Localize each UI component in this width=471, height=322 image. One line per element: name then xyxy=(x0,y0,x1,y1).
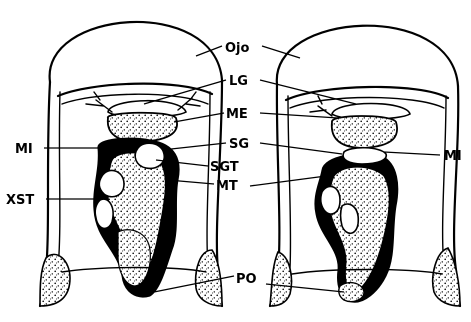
right-lower-pocket xyxy=(341,204,359,233)
mi-right-leader xyxy=(384,152,440,155)
label-mt: MT xyxy=(216,179,238,194)
left-xst-loop xyxy=(99,170,124,196)
lg-leader-right xyxy=(260,80,356,104)
labels: Ojo LG ME SG SGT MT MI MI XST PO xyxy=(6,41,462,287)
me-leader-right xyxy=(260,113,338,118)
right-xst-loop xyxy=(321,186,340,214)
left-lower-lobe xyxy=(118,230,150,286)
left-medulla-externa xyxy=(108,113,177,142)
right-sinus-gland xyxy=(343,148,386,164)
right-eyestalk xyxy=(270,26,460,306)
right-base-body-left xyxy=(270,252,292,306)
left-eye-dome xyxy=(50,22,222,82)
label-ojo: Ojo xyxy=(225,41,250,56)
right-base-body-right xyxy=(433,248,460,306)
label-me: ME xyxy=(226,107,248,122)
sg-leader-right xyxy=(260,143,342,154)
label-mi-right: MI xyxy=(444,149,462,164)
label-po: PO xyxy=(236,272,257,287)
right-inner-wall-left xyxy=(288,96,291,268)
left-xst-pocket xyxy=(95,199,113,228)
label-lg: LG xyxy=(229,74,248,89)
label-mi-left: MI xyxy=(15,142,33,157)
mt-leader-right xyxy=(250,176,326,186)
sg-leader-left xyxy=(162,143,226,150)
left-sinus-gland xyxy=(135,143,164,168)
right-inner-wall-right xyxy=(443,96,446,268)
right-eye-dome xyxy=(277,26,458,86)
label-sg: SG xyxy=(229,137,249,152)
left-inner-wall-right xyxy=(207,92,210,268)
label-xst: XST xyxy=(6,193,34,208)
left-base-body-left xyxy=(40,254,70,306)
left-inner-wall-left xyxy=(58,92,60,268)
right-medulla-externa xyxy=(332,116,397,148)
label-sgt: SGT xyxy=(210,160,239,175)
